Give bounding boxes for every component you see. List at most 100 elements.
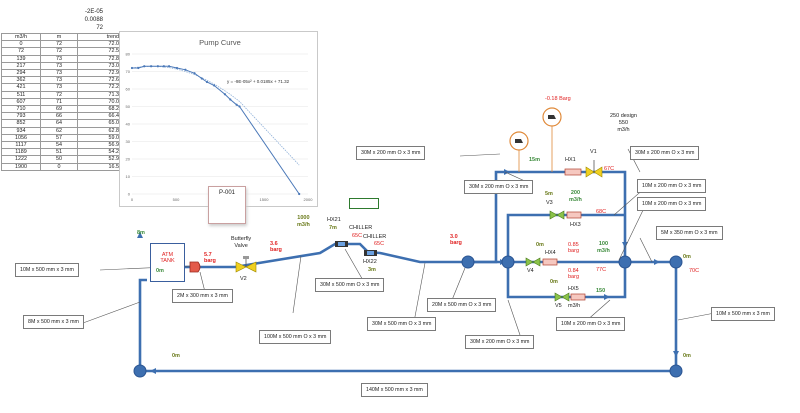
data-point (149, 65, 153, 68)
v5-label: V5 (555, 303, 562, 309)
temp-67c: 67C (604, 166, 615, 172)
temp-70c: 70C (689, 268, 700, 274)
hx3-icon (566, 211, 582, 219)
valve-v2-label: V2 (240, 276, 247, 282)
pressure-unit: barg (450, 240, 462, 246)
x-tick-label: 0 (131, 197, 134, 202)
pipe-label-10: 30M x 200 mm O x 3 mm (630, 146, 700, 160)
pressure-top: -0.18 Barg (545, 96, 571, 102)
v4-label: V4 (527, 268, 534, 274)
chiller-b-label: CHILLER (363, 234, 387, 240)
pipe-main-supply (198, 242, 468, 269)
pressure-5-7: 5.7 barg (204, 252, 216, 264)
junction-node-3 (618, 255, 632, 269)
pressure-unit: barg (568, 248, 580, 254)
atm-tank: ATM TANK (150, 243, 185, 282)
pressure-gauge-icon (542, 107, 562, 172)
v5-elev: 0m (550, 279, 558, 285)
elev-0m-tank: 0m (156, 268, 164, 274)
data-point (184, 68, 187, 71)
data-point (167, 65, 171, 68)
bottom-left-elev: 0m (172, 353, 180, 359)
y-tick-label: 70 (126, 69, 131, 74)
data-point (162, 65, 165, 68)
pressure-unit: barg (270, 247, 282, 253)
valve-v1-icon (585, 160, 603, 178)
arrow-icon (150, 368, 156, 374)
hx21-label: HX21 (327, 217, 341, 223)
butterfly-valve-label: Butterfly Valve (231, 236, 251, 250)
hx1-icon (564, 168, 582, 176)
hx5-label: HX5 (568, 286, 579, 292)
y-tick-label: 10 (126, 174, 131, 179)
hx1-label: HX1 (565, 157, 576, 163)
pipe-label-14: 10M x 200 mm O x 3 mm (556, 317, 626, 331)
coef-a: -2E-05 (84, 9, 103, 15)
data-point (229, 98, 232, 101)
butterfly-line-2: Valve (234, 243, 248, 249)
data-point (200, 77, 203, 80)
data-point (130, 66, 134, 70)
pipe-label-2: 2M x 300 mm x 3 mm (172, 289, 233, 303)
trend-equation: y = -9E-05x² + 0.0185x + 71.32 (227, 79, 290, 84)
data-point (205, 80, 209, 84)
chart-title: Pump Curve (199, 38, 241, 47)
design-line-3: m3/h (617, 127, 630, 133)
data-point (143, 65, 146, 68)
arrow-icon (604, 294, 610, 300)
bottom-right-elev: 0m (683, 353, 691, 359)
data-point (193, 72, 196, 75)
pressure-unit: barg (568, 274, 580, 280)
temp-68c: 68C (596, 209, 607, 215)
right-elev-0m: 0m (683, 254, 691, 260)
data-point (235, 103, 238, 106)
pipe-label-1: 10M x 500 mm x 3 mm (15, 263, 79, 277)
pipe-label-8: 30M x 200 mm O x 3 mm (356, 146, 426, 160)
pipe-label-9: 30M x 200 mm O x 3 mm (464, 180, 534, 194)
junction-node-2 (501, 255, 515, 269)
v3-elev: 5m (545, 191, 553, 197)
hx22-elev: 3m (368, 267, 376, 273)
pipe-label-5: 30M x 500 mm O x 3 mm (315, 278, 385, 292)
pressure-unit: barg (204, 258, 216, 264)
pressure-value: 3.6 (270, 241, 278, 247)
y-tick-label: 60 (126, 87, 131, 92)
data-line (132, 65, 300, 195)
pipe-branch-v5 (506, 262, 627, 299)
arrow-icon (654, 259, 660, 265)
pressure-value: 5.7 (204, 252, 212, 258)
hx1-elev: 15m (529, 157, 541, 163)
data-point (213, 84, 216, 87)
pressure-value: 3.0 (450, 234, 458, 240)
hx21-elev: 7m (329, 225, 337, 231)
temp-77c: 77C (596, 267, 607, 273)
y-tick-label: 0 (128, 192, 131, 197)
arrow-icon (622, 242, 628, 248)
valve-v5-icon (554, 292, 570, 302)
tank-label-2: TANK (160, 258, 175, 264)
pressure-3-0: 3.0 barg (450, 234, 462, 246)
data-point (238, 105, 241, 108)
flow-1000: 1000 m3/h (297, 215, 310, 229)
hx4-elev: 0m (536, 242, 544, 248)
flow-value: 100 (598, 241, 609, 247)
junction-node-5 (669, 364, 683, 378)
pipe-label-16: 10M x 500 mm x 3 mm (711, 307, 775, 321)
temp-65c-b: 65C (374, 241, 385, 247)
hx3-label: HX3 (570, 222, 581, 228)
coef-c: 72 (96, 25, 103, 31)
valve-v4-icon (525, 257, 541, 267)
green-marker-box (349, 198, 379, 209)
arrow-icon (137, 232, 143, 238)
pressure-0-84: 0.84 barg (568, 268, 579, 280)
data-point (175, 66, 179, 70)
